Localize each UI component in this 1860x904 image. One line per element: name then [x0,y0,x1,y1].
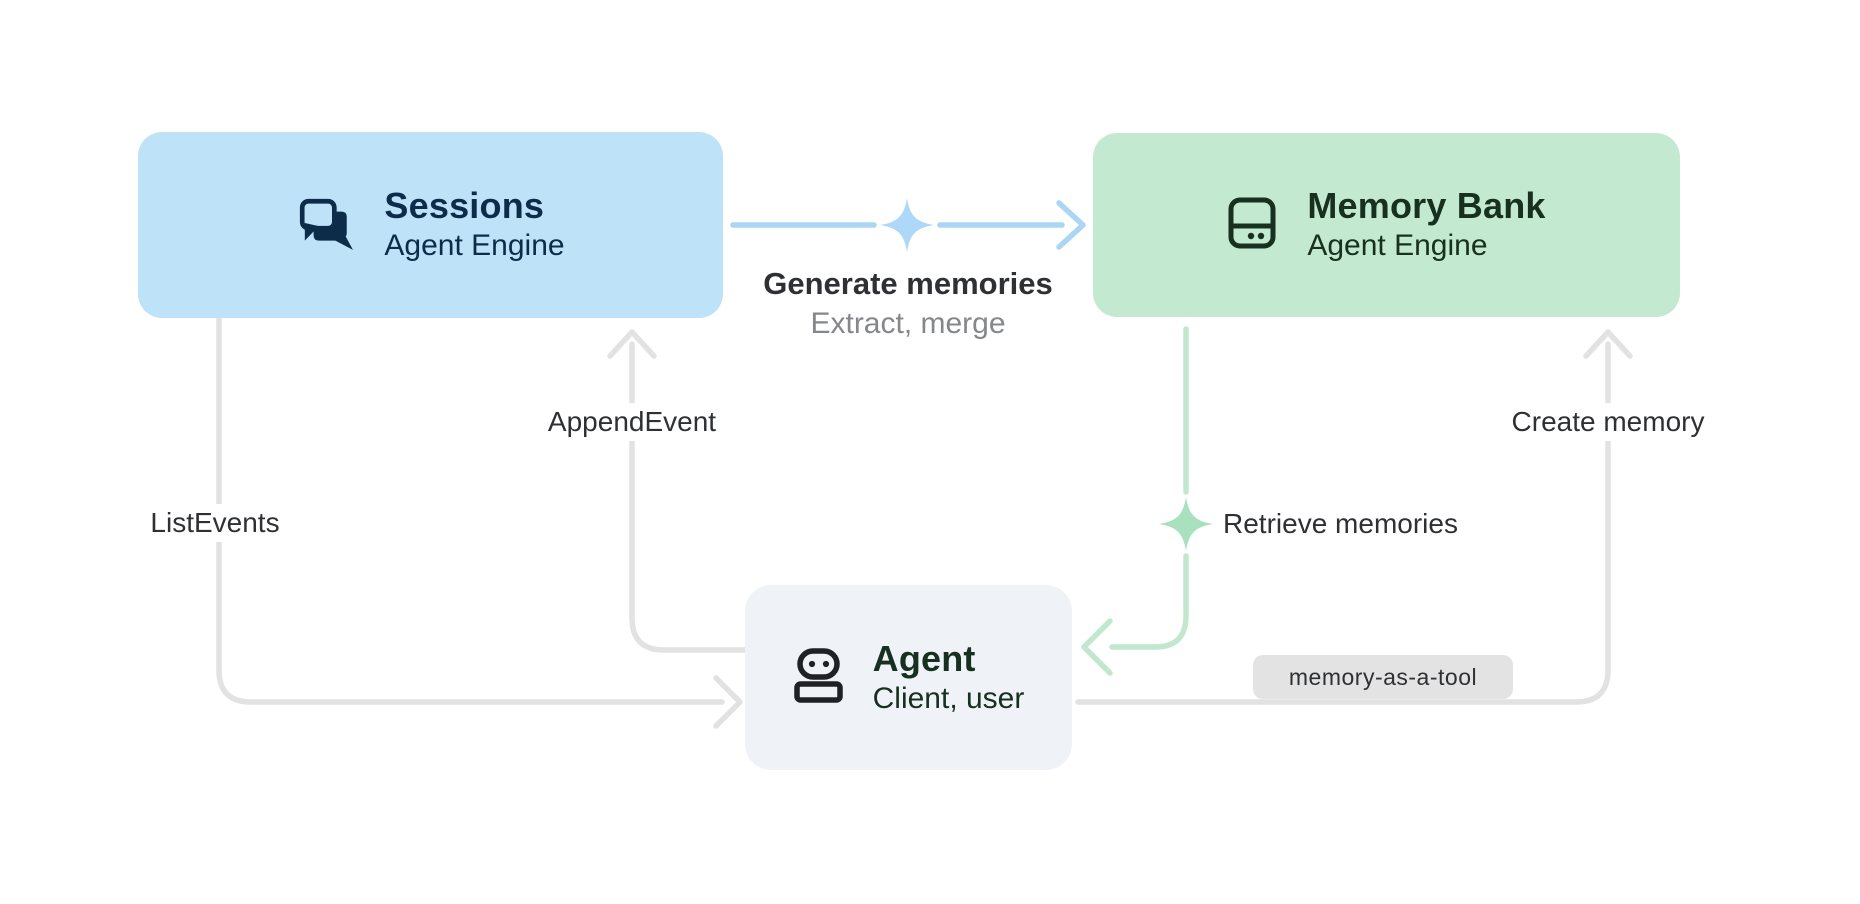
generate-memories-label: Generate memories [763,266,1053,301]
chat-bubbles-icon [296,194,354,257]
node-agent: Agent Client, user [745,585,1072,770]
memory-as-a-tool-tag: memory-as-a-tool [1253,655,1513,699]
extract-merge-sublabel: Extract, merge [810,307,1006,340]
list-events-label: ListEvents [141,504,289,542]
robot-icon [793,646,843,709]
node-subtitle: Agent Engine [1307,229,1488,263]
append-event-label: AppendEvent [538,403,726,441]
retrieve-memories-arrow-lower [1109,553,1189,650]
create-memory-arrowhead-icon [1583,329,1633,359]
memory-as-a-tool-label: memory-as-a-tool [1288,663,1478,690]
memory-drive-icon [1227,196,1277,255]
node-memory-bank: Memory Bank Agent Engine [1093,133,1680,317]
retrieve-memories-arrowhead-icon [1081,618,1113,676]
list-events-arrow [216,315,725,705]
retrieve-memories-label: Retrieve memories [1223,508,1458,539]
list-events-arrowhead-icon [713,675,743,729]
sparkle-icon [880,198,934,252]
append-event-arrow [629,341,748,653]
create-memory-arrow [1075,341,1611,705]
node-title: Memory Bank [1307,185,1546,227]
create-memory-label: Create memory [1502,403,1714,441]
sparkle-icon [1159,497,1213,551]
generate-memories-arrowhead-icon [1056,200,1086,250]
node-subtitle: Client, user [872,681,1025,715]
node-title: Sessions [384,185,545,227]
node-title: Agent [872,637,976,679]
node-subtitle: Agent Engine [384,229,565,263]
append-event-arrowhead-icon [607,329,657,359]
node-sessions: Sessions Agent Engine [138,132,723,318]
